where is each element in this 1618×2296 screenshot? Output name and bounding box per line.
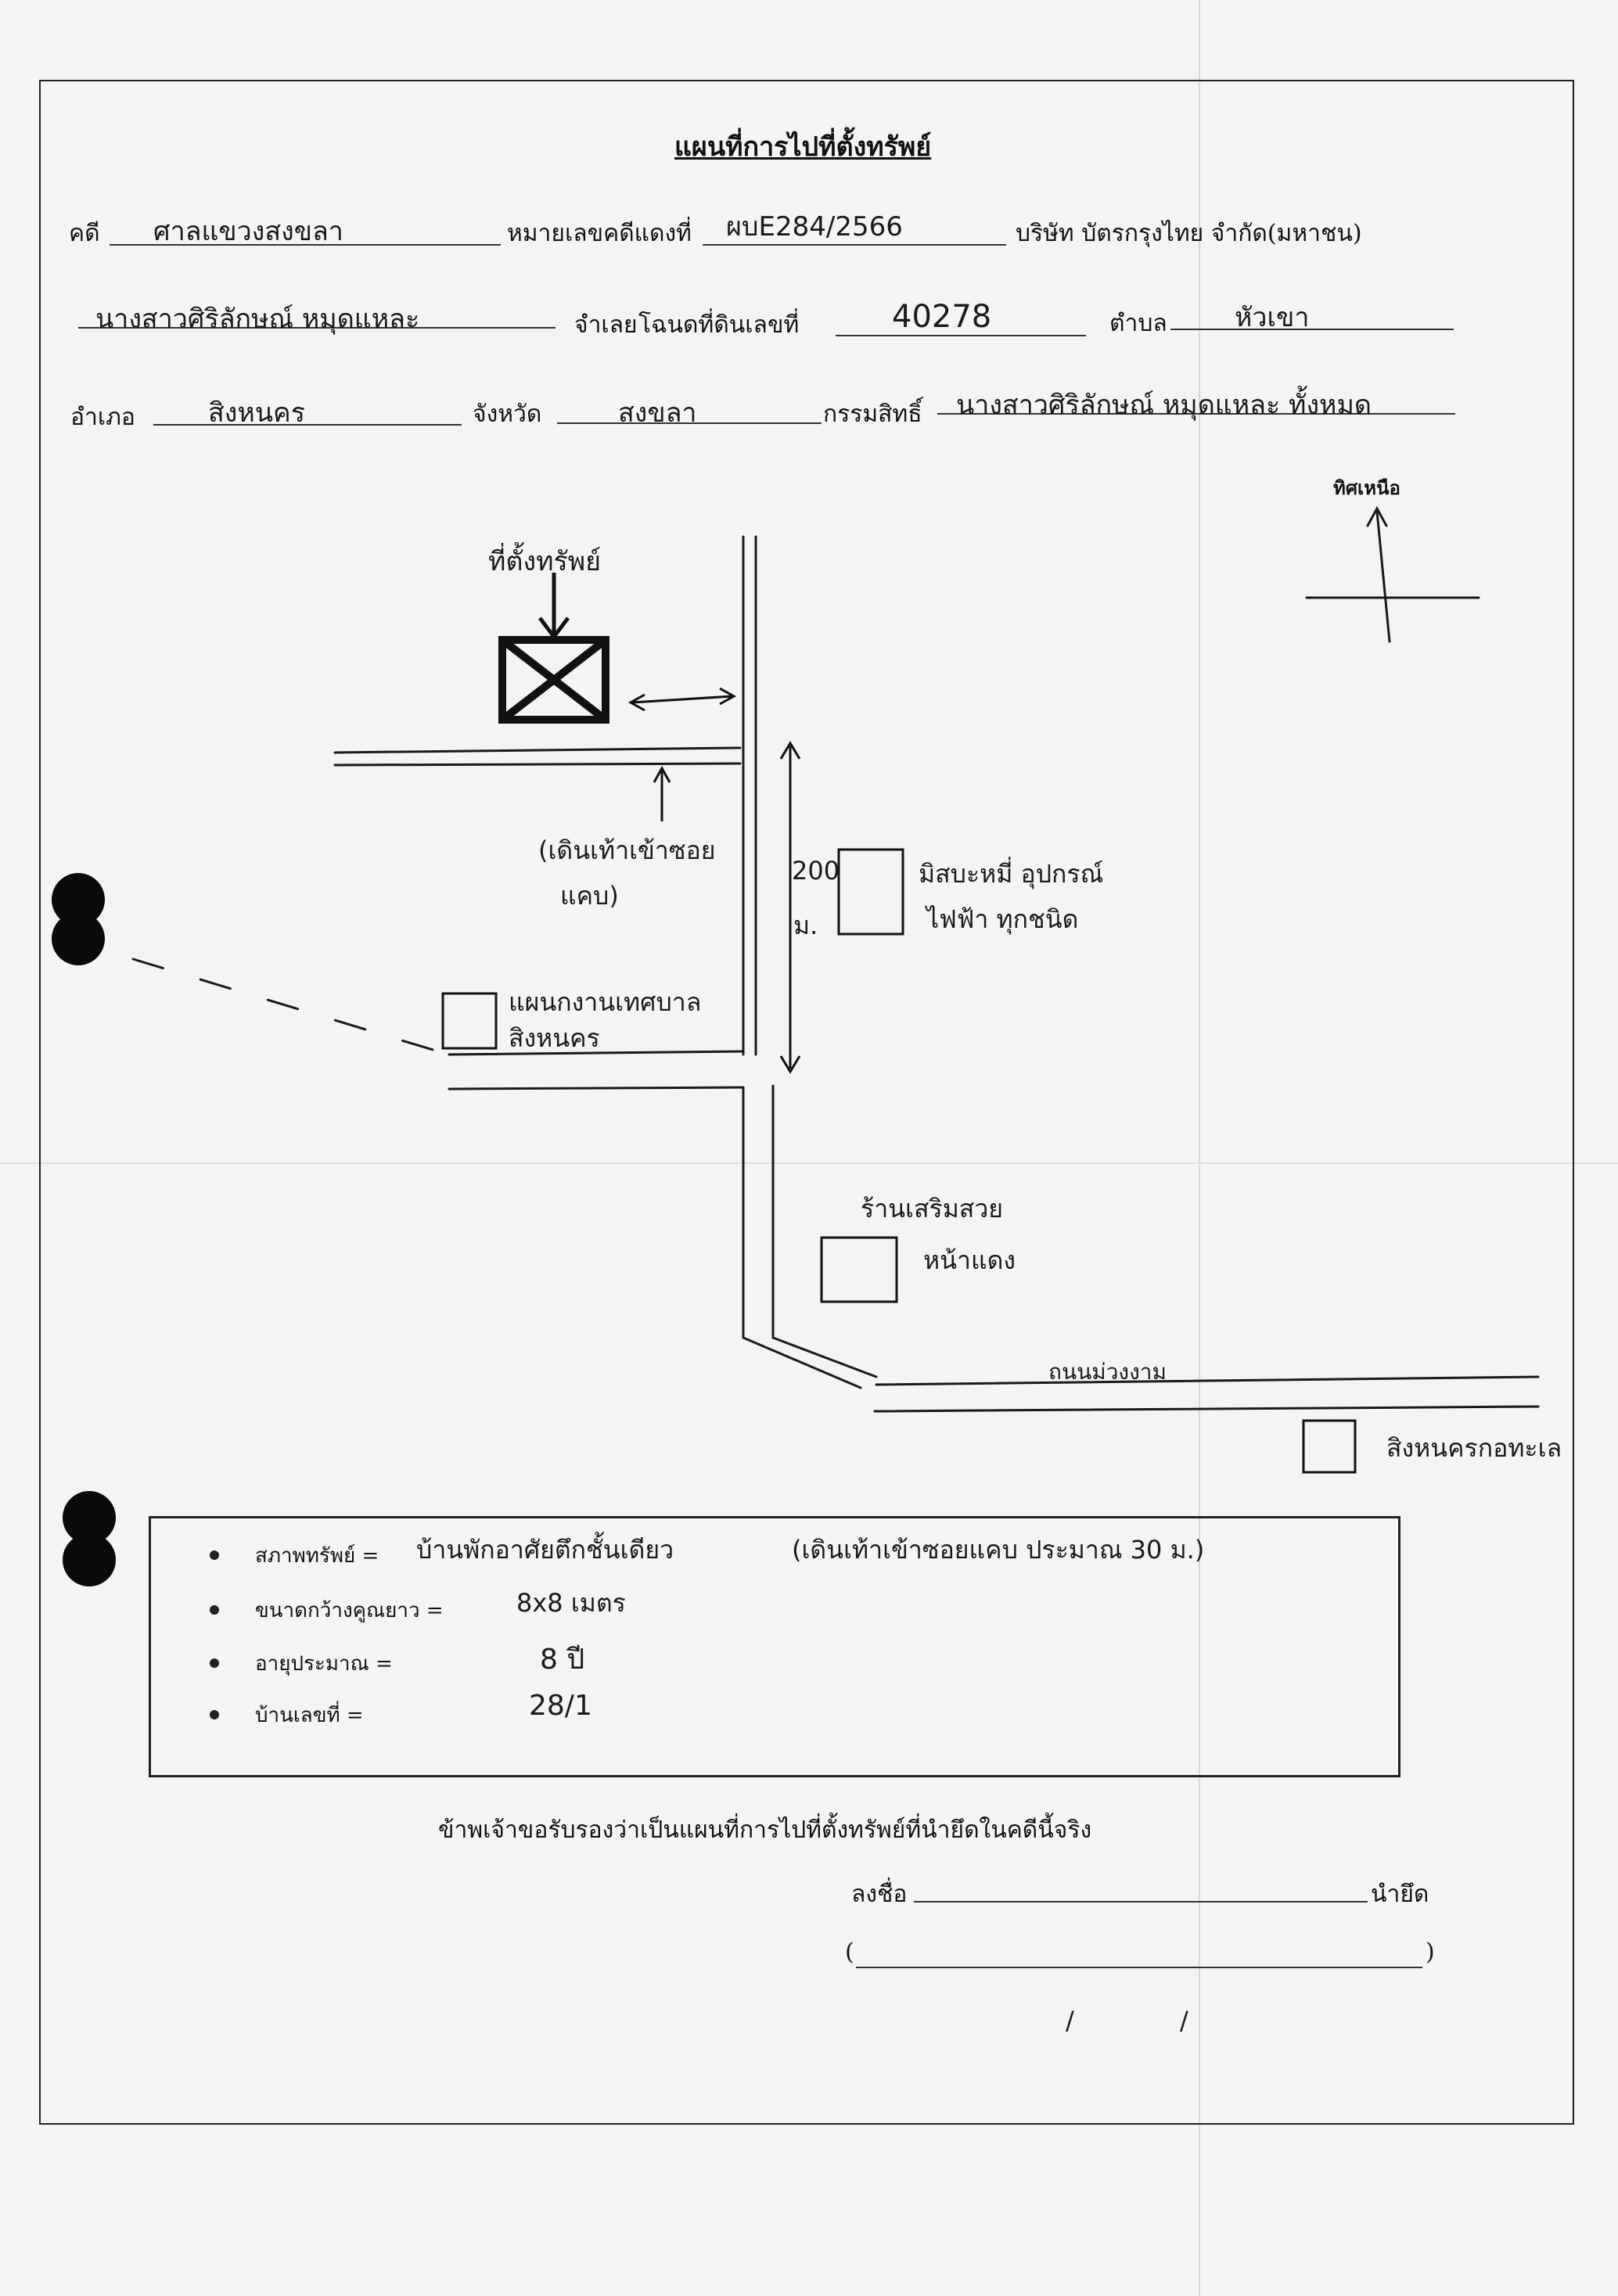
office-box bbox=[441, 992, 498, 1050]
province-field-line bbox=[557, 422, 822, 424]
soi-bottom-line bbox=[333, 762, 742, 767]
red-case-field-line bbox=[703, 244, 1006, 246]
fold-crease-vertical bbox=[1199, 0, 1200, 2296]
office-line1: แผนกงานเทศบาล bbox=[509, 987, 702, 1017]
landmark-box bbox=[1302, 1419, 1357, 1474]
sign-label: ลงชื่อ bbox=[851, 1881, 908, 1908]
crossroad-top-line bbox=[448, 1050, 745, 1056]
info-label-condition: สภาพทรัพย์ = bbox=[255, 1544, 379, 1568]
subdistrict-value: หัวเขา bbox=[1235, 302, 1310, 333]
crossroad-bottom-line bbox=[448, 1086, 745, 1091]
road-bend-outer bbox=[742, 1336, 862, 1389]
owner-value: นางสาวศิริลักษณ์ หมุดแหละ ทั้งหมด bbox=[956, 390, 1372, 421]
north-arrow-shaft bbox=[1375, 510, 1391, 643]
deed-field-line bbox=[836, 335, 1086, 336]
beauty-store-line2: หน้าแดง bbox=[923, 1245, 1016, 1275]
red-case-label: หมายเลขคดีแดงที่ bbox=[507, 220, 692, 247]
court-field-line bbox=[110, 244, 501, 246]
road-name: ถนนม่วงงาม bbox=[1048, 1359, 1167, 1385]
province-label: จังหวัด bbox=[473, 401, 542, 428]
info-value-size: 8x8 เมตร bbox=[516, 1588, 626, 1618]
shop-box bbox=[837, 848, 904, 936]
shop-line2: ไฟฟ้า ทุกชนิด bbox=[926, 904, 1079, 934]
owner-label: กรรมสิทธิ์ bbox=[823, 401, 922, 428]
road-bend-inner bbox=[771, 1336, 878, 1378]
property-info-box bbox=[149, 1516, 1400, 1777]
walk-note-line2: แคบ) bbox=[560, 881, 619, 911]
district-field-line bbox=[153, 424, 462, 426]
district-label: อำเภอ bbox=[70, 404, 135, 431]
punch-hole bbox=[63, 1533, 116, 1586]
dashed-path bbox=[131, 958, 440, 1053]
property-house-icon bbox=[498, 636, 609, 724]
distance-to-lane-arrow bbox=[631, 695, 733, 704]
defendant-label: จำเลย bbox=[574, 311, 638, 339]
case-label: คดี bbox=[69, 220, 100, 247]
info-label-house-no: บ้านเลขที่ = bbox=[255, 1704, 364, 1727]
defendant-field-line bbox=[78, 327, 556, 329]
deed-value: 40278 bbox=[892, 299, 992, 335]
bullet bbox=[210, 1605, 219, 1615]
north-arrow-head bbox=[1366, 505, 1388, 527]
subdistrict-label: ตำบล bbox=[1109, 310, 1167, 337]
bullet bbox=[210, 1550, 219, 1560]
certify-statement: ข้าพเจ้าขอรับรองว่าเป็นแผนที่การไปที่ตั้… bbox=[438, 1816, 1092, 1844]
office-line2: สิงหนคร bbox=[509, 1023, 600, 1053]
info-value-condition: บ้านพักอาศัยตึกชั้นเดียว bbox=[416, 1535, 674, 1565]
date-slash: / bbox=[1066, 2006, 1074, 2035]
beauty-store-line1: ร้านเสริมสวย bbox=[861, 1194, 1004, 1223]
district-value: สิงหนคร bbox=[208, 397, 306, 429]
landmark-label: สิงหนครกอทะเล bbox=[1386, 1433, 1562, 1463]
defendant-value: นางสาวศิริลักษณ์ หมุดแหละ bbox=[95, 304, 420, 335]
property-label: ที่ตั้งทรัพย์ bbox=[488, 546, 602, 577]
signature-line bbox=[914, 1901, 1368, 1903]
road-bottom-line bbox=[873, 1405, 1540, 1413]
date-slash: / bbox=[1180, 2006, 1188, 2035]
soi-top-line bbox=[333, 746, 742, 754]
red-case-value: ผบE284/2566 bbox=[726, 211, 903, 243]
info-value-age: 8 ปี bbox=[540, 1644, 585, 1676]
distance-unit: ม. bbox=[793, 911, 818, 940]
walk-note-line1: (เดินเท้าเข้าซอย bbox=[538, 835, 716, 865]
plaintiff-text: บริษัท บัตรกรุงไทย จำกัด(มหาชน) bbox=[1016, 220, 1362, 247]
deed-label: โฉนดที่ดินเลขที่ bbox=[638, 311, 800, 339]
page-title: แผนที่การไปที่ตั้งทรัพย์ bbox=[674, 131, 932, 163]
road-top-line bbox=[875, 1375, 1540, 1386]
document-frame bbox=[39, 80, 1574, 2125]
sign-role: นำยึด bbox=[1371, 1881, 1429, 1908]
info-note-condition: (เดินเท้าเข้าซอยแคบ ประมาณ 30 ม.) bbox=[792, 1535, 1205, 1565]
owner-field-line bbox=[937, 413, 1455, 415]
name-line bbox=[856, 1967, 1422, 1968]
info-label-age: อายุประมาณ = bbox=[255, 1652, 393, 1676]
province-value: สงขลา bbox=[618, 397, 697, 429]
bullet bbox=[210, 1710, 219, 1719]
court-value: ศาลแขวงสงขลา bbox=[153, 216, 343, 247]
north-label: ทิศเหนือ bbox=[1333, 476, 1400, 499]
shop-line1: มิสบะหมี่ อุปกรณ์ bbox=[919, 859, 1104, 889]
punch-hole bbox=[52, 912, 105, 965]
info-value-house-no: 28/1 bbox=[529, 1690, 592, 1722]
distance-value: 200 bbox=[792, 856, 840, 886]
subdistrict-field-line bbox=[1170, 329, 1454, 330]
beauty-store-box bbox=[820, 1236, 898, 1303]
fold-crease-horizontal bbox=[0, 1162, 1618, 1164]
info-label-size: ขนาดกว้างคูณยาว = bbox=[255, 1599, 444, 1622]
name-close-paren: ) bbox=[1426, 1938, 1435, 1966]
bullet bbox=[210, 1658, 219, 1668]
name-open-paren: ( bbox=[845, 1938, 854, 1966]
